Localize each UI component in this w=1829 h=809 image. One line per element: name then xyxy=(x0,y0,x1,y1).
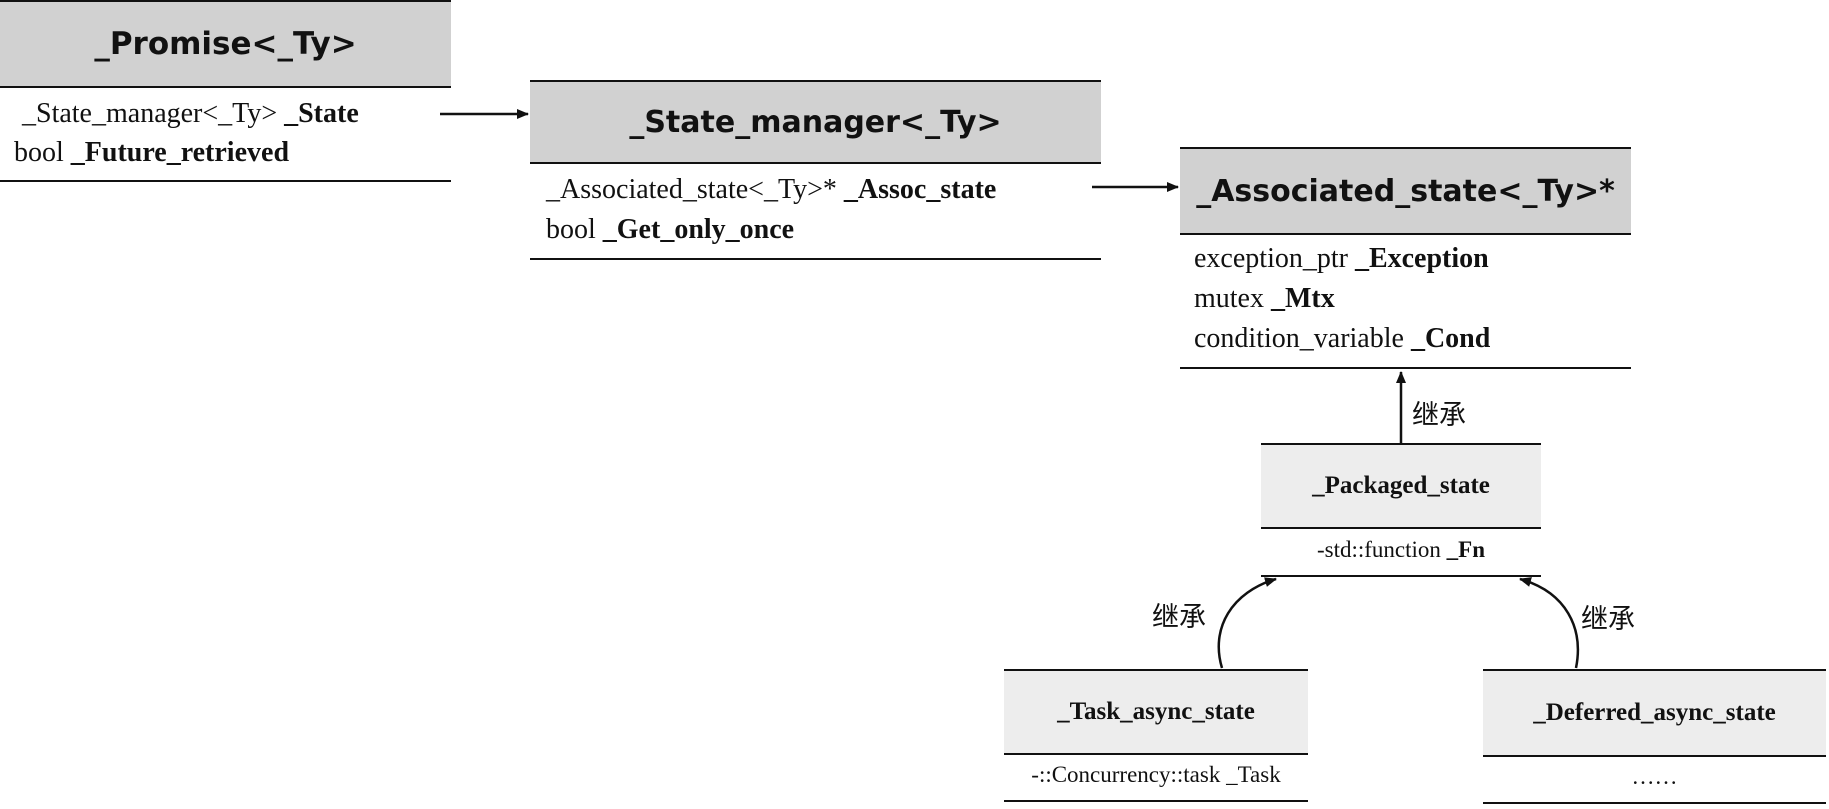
class-deferred-async-state-fields: …… xyxy=(1483,755,1826,804)
field-type: exception_ptr xyxy=(1194,243,1348,274)
inherit-label-task-async: 继承 xyxy=(1152,602,1206,633)
class-associated-state: _Associated_state<_Ty>* exception_ptr _E… xyxy=(1180,147,1631,369)
field-name: _Fn xyxy=(1446,537,1486,562)
class-promise: _Promise<_Ty> _State_manager<_Ty> _State… xyxy=(0,0,451,182)
class-deferred-async-state: _Deferred_async_state …… xyxy=(1483,669,1826,804)
field-type: …… xyxy=(1631,764,1678,789)
field-row: exception_ptr _Exception xyxy=(1194,243,1489,275)
field-row: _State_manager<_Ty> _State xyxy=(22,98,359,130)
field-row: _Associated_state<_Ty>* _Assoc_state xyxy=(546,174,996,206)
field-row: condition_variable _Cond xyxy=(1194,323,1490,355)
field-type: _Associated_state<_Ty>* xyxy=(546,174,837,205)
class-associated-state-fields: exception_ptr _Exception mutex _Mtx cond… xyxy=(1180,233,1631,369)
class-packaged-state-title: _Packaged_state xyxy=(1261,443,1541,529)
field-name: _Future_retrieved xyxy=(70,137,290,168)
field-name: _Get_only_once xyxy=(602,214,795,245)
field-name: _Mtx xyxy=(1271,283,1335,314)
inheritance-arrow-task-async-to-packaged xyxy=(1217,577,1277,669)
field-type: bool xyxy=(546,214,596,245)
field-row: mutex _Mtx xyxy=(1194,283,1335,315)
field-name: _Assoc_state xyxy=(843,174,997,205)
field-type: bool xyxy=(14,137,64,168)
inheritance-arrow-deferred-async-to-packaged xyxy=(1519,577,1580,669)
inherit-label-deferred-async: 继承 xyxy=(1581,604,1635,635)
class-task-async-state: _Task_async_state -::Concurrency::task _… xyxy=(1004,669,1308,802)
class-associated-state-title: _Associated_state<_Ty>* xyxy=(1180,147,1631,235)
field-row: bool _Get_only_once xyxy=(546,214,794,246)
field-name: _Task xyxy=(1226,762,1281,787)
class-packaged-state-fields: -std::function _Fn xyxy=(1261,527,1541,577)
field-name: _Cond xyxy=(1410,323,1491,354)
class-state-manager: _State_manager<_Ty> _Associated_state<_T… xyxy=(530,80,1101,260)
field-type: mutex xyxy=(1194,283,1264,314)
field-type: condition_variable xyxy=(1194,323,1404,354)
field-type: -::Concurrency::task xyxy=(1031,762,1221,787)
field-row: -::Concurrency::task _Task xyxy=(1004,762,1308,788)
class-promise-title: _Promise<_Ty> xyxy=(0,0,451,88)
class-task-async-state-title: _Task_async_state xyxy=(1004,669,1308,755)
field-name: _Exception xyxy=(1354,243,1489,274)
inherit-label-packaged-to-associated: 继承 xyxy=(1412,400,1466,431)
field-name: _State xyxy=(284,98,359,129)
field-row: -std::function _Fn xyxy=(1261,537,1541,563)
field-row: …… xyxy=(1483,764,1826,790)
class-state-manager-title: _State_manager<_Ty> xyxy=(530,80,1101,164)
field-type: _State_manager<_Ty> xyxy=(22,98,278,129)
class-state-manager-fields: _Associated_state<_Ty>* _Assoc_state boo… xyxy=(530,162,1101,260)
class-task-async-state-fields: -::Concurrency::task _Task xyxy=(1004,753,1308,802)
class-deferred-async-state-title: _Deferred_async_state xyxy=(1483,669,1826,757)
class-packaged-state: _Packaged_state -std::function _Fn xyxy=(1261,443,1541,577)
field-type: -std::function xyxy=(1316,537,1441,562)
field-row: bool _Future_retrieved xyxy=(14,137,289,169)
class-promise-fields: _State_manager<_Ty> _State bool _Future_… xyxy=(0,86,451,182)
